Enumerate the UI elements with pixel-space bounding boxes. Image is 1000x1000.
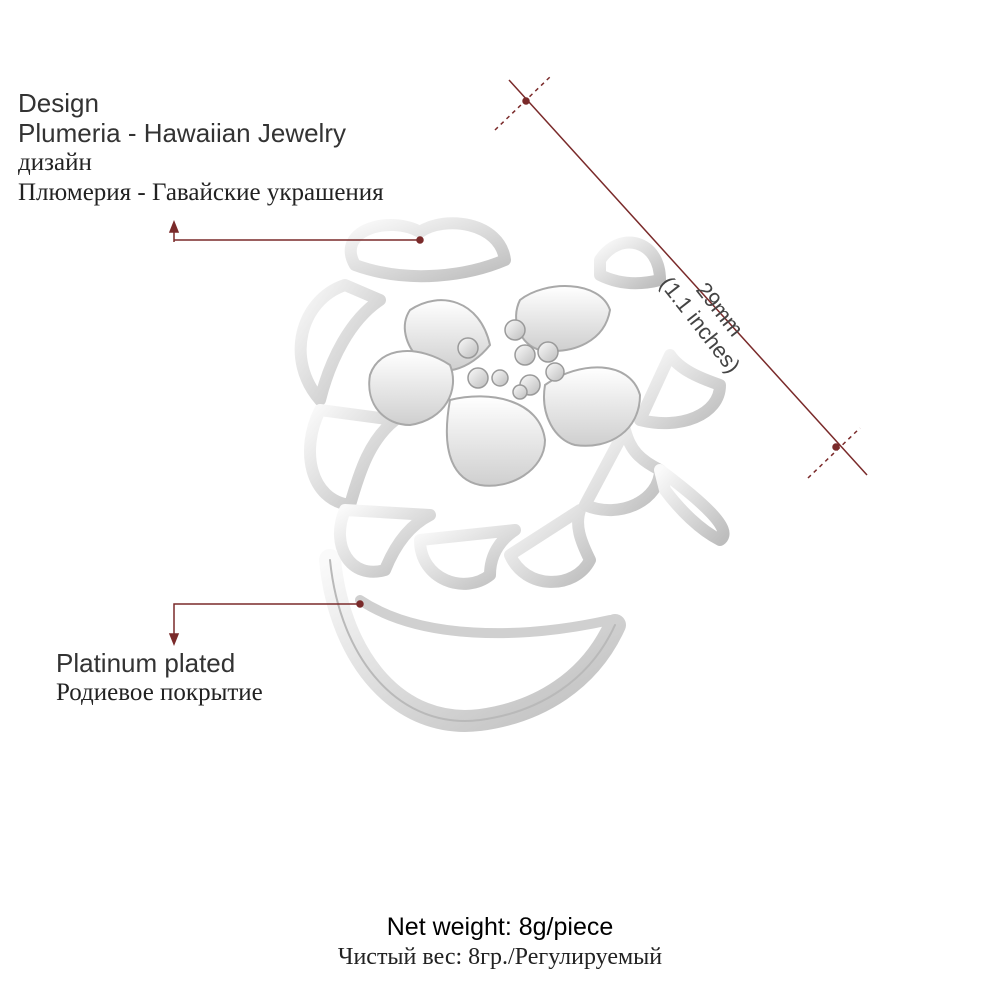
plating-annotation-line (168, 600, 364, 647)
ring-band (319, 549, 626, 732)
design-title-en: Design (18, 88, 99, 118)
plating-ru: Родиевое покрытие (56, 679, 263, 706)
weight-label: Net weight: 8g/piece Чистый вес: 8гр./Ре… (0, 912, 1000, 972)
design-name-en: Plumeria - Hawaiian Jewelry (18, 118, 346, 148)
design-annotation-line (168, 219, 424, 244)
weight-ru: Чистый вес: 8гр./Регулируемый (337, 944, 663, 970)
openwork-petals (294, 217, 730, 590)
design-title-ru: дизайн (18, 149, 92, 176)
plating-label: Platinum plated Родиевое покрытие (56, 648, 263, 708)
design-label: Design Plumeria - Hawaiian Jewelry дизай… (18, 88, 384, 208)
weight-en: Net weight: 8g/piece (386, 913, 614, 941)
plumeria-flower (368, 285, 642, 487)
plating-en: Platinum plated (56, 648, 236, 678)
design-name-ru: Плюмерия - Гавайские украшения (18, 179, 384, 206)
flower-stamens (457, 319, 565, 400)
dimension-line (494, 74, 868, 479)
